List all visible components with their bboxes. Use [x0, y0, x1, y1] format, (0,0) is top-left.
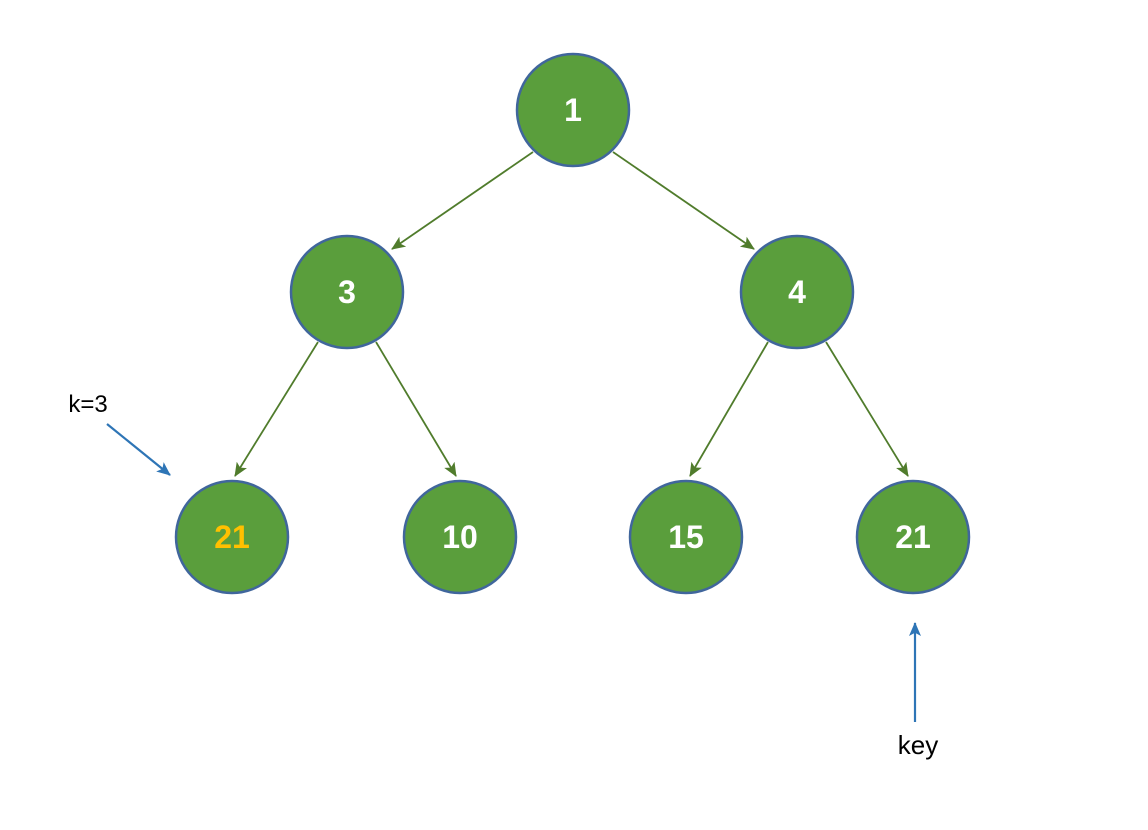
node-value-highlighted: 21: [214, 519, 250, 555]
k-annotation-label: k=3: [68, 391, 107, 418]
node-value: 4: [788, 274, 806, 310]
edge-right-to-right-left: [689, 341, 769, 477]
node-circle: [739, 234, 855, 350]
node-circle: [174, 479, 290, 595]
node-circle: [402, 479, 518, 595]
k-annotation-arrow: [106, 423, 171, 476]
node-circle: [515, 52, 631, 168]
node-value: 3: [338, 274, 356, 310]
edge-left-to-left-right: [375, 341, 457, 477]
tree-node-right: 4: [739, 234, 855, 350]
key-annotation-label: key: [898, 730, 938, 760]
tree-node-left-right: 10: [402, 479, 518, 595]
node-circle: [628, 479, 744, 595]
node-circle: [289, 234, 405, 350]
tree-node-right-left: 15: [628, 479, 744, 595]
node-value: 10: [442, 519, 478, 555]
tree-node-left-left: 21: [174, 479, 290, 595]
tree-node-root: 1: [515, 52, 631, 168]
node-value: 1: [564, 92, 582, 128]
tree-node-left: 3: [289, 234, 405, 350]
tree-node-right-right: 21: [855, 479, 971, 595]
edge-root-to-right: [612, 151, 755, 250]
node-value: 15: [668, 519, 704, 555]
edge-root-to-left: [391, 151, 534, 250]
node-value: 21: [895, 519, 931, 555]
edge-right-to-right-right: [825, 341, 909, 477]
edge-left-to-left-left: [234, 341, 319, 477]
node-circle: [855, 479, 971, 595]
